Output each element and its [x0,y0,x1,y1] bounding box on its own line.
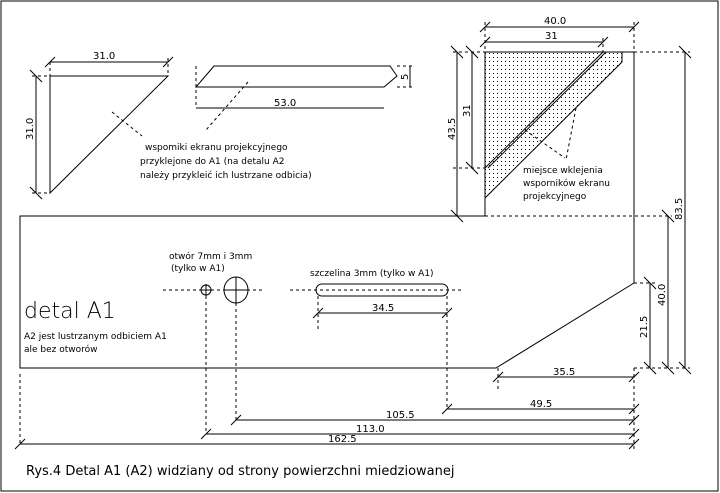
bar-bracket [194,65,414,131]
right-dimensions [634,45,692,375]
figure-caption: Rys.4 Detal A1 (A2) widziany od strony p… [26,464,454,479]
dim-height-21-5: 21.5 [639,316,650,338]
dim-height-40: 40.0 [657,284,668,306]
detail-note-2: ale bez otworów [24,344,98,355]
detail-title: detal A1 [24,299,116,324]
dim-bar-length: 53.0 [274,98,296,109]
dim-top-40: 40.0 [544,16,566,27]
plate-outline [19,51,635,369]
dim-height-43-5: 43.5 [447,118,458,140]
dim-height-31: 31 [462,104,473,117]
dim-bar-height: 5 [400,74,411,80]
dim-113-0: 113.0 [356,424,385,435]
dim-162-5: 162.5 [328,434,357,445]
glue-note-3: projekcyjnego [523,192,587,202]
triangle-bracket [29,56,174,200]
dim-slot: 34.5 [372,303,394,314]
dim-35-5: 35.5 [553,367,575,378]
bottom-dimensions [14,296,640,450]
dim-tri-height: 31.0 [25,118,36,140]
dim-height-83-5: 83.5 [674,198,685,220]
glue-note-2: wsporników ekranu [523,178,610,189]
bracket-note-2: przyklejone do A1 (na detalu A2 [140,157,284,167]
top-dimensions [450,21,690,223]
slot-note: szczelina 3mm (tylko w A1) [310,269,434,279]
dim-top-31: 31 [545,31,558,42]
glue-note-1: miejsce wklejenia [523,166,603,176]
detail-note-1: A2 jest lustrzanym odbiciem A1 [24,332,167,342]
bracket-note-1: wspomiki ekranu projekcyjnego [145,143,288,153]
dim-105-5: 105.5 [386,410,415,421]
hole-note-1: otwór 7mm i 3mm [169,251,252,262]
dim-tri-width: 31.0 [93,51,115,62]
dim-49-5: 49.5 [530,399,552,410]
hole-note-2: (tylko w A1) [171,264,225,274]
bracket-note-3: należy przykleić ich lustrzane odbicia) [140,170,312,181]
